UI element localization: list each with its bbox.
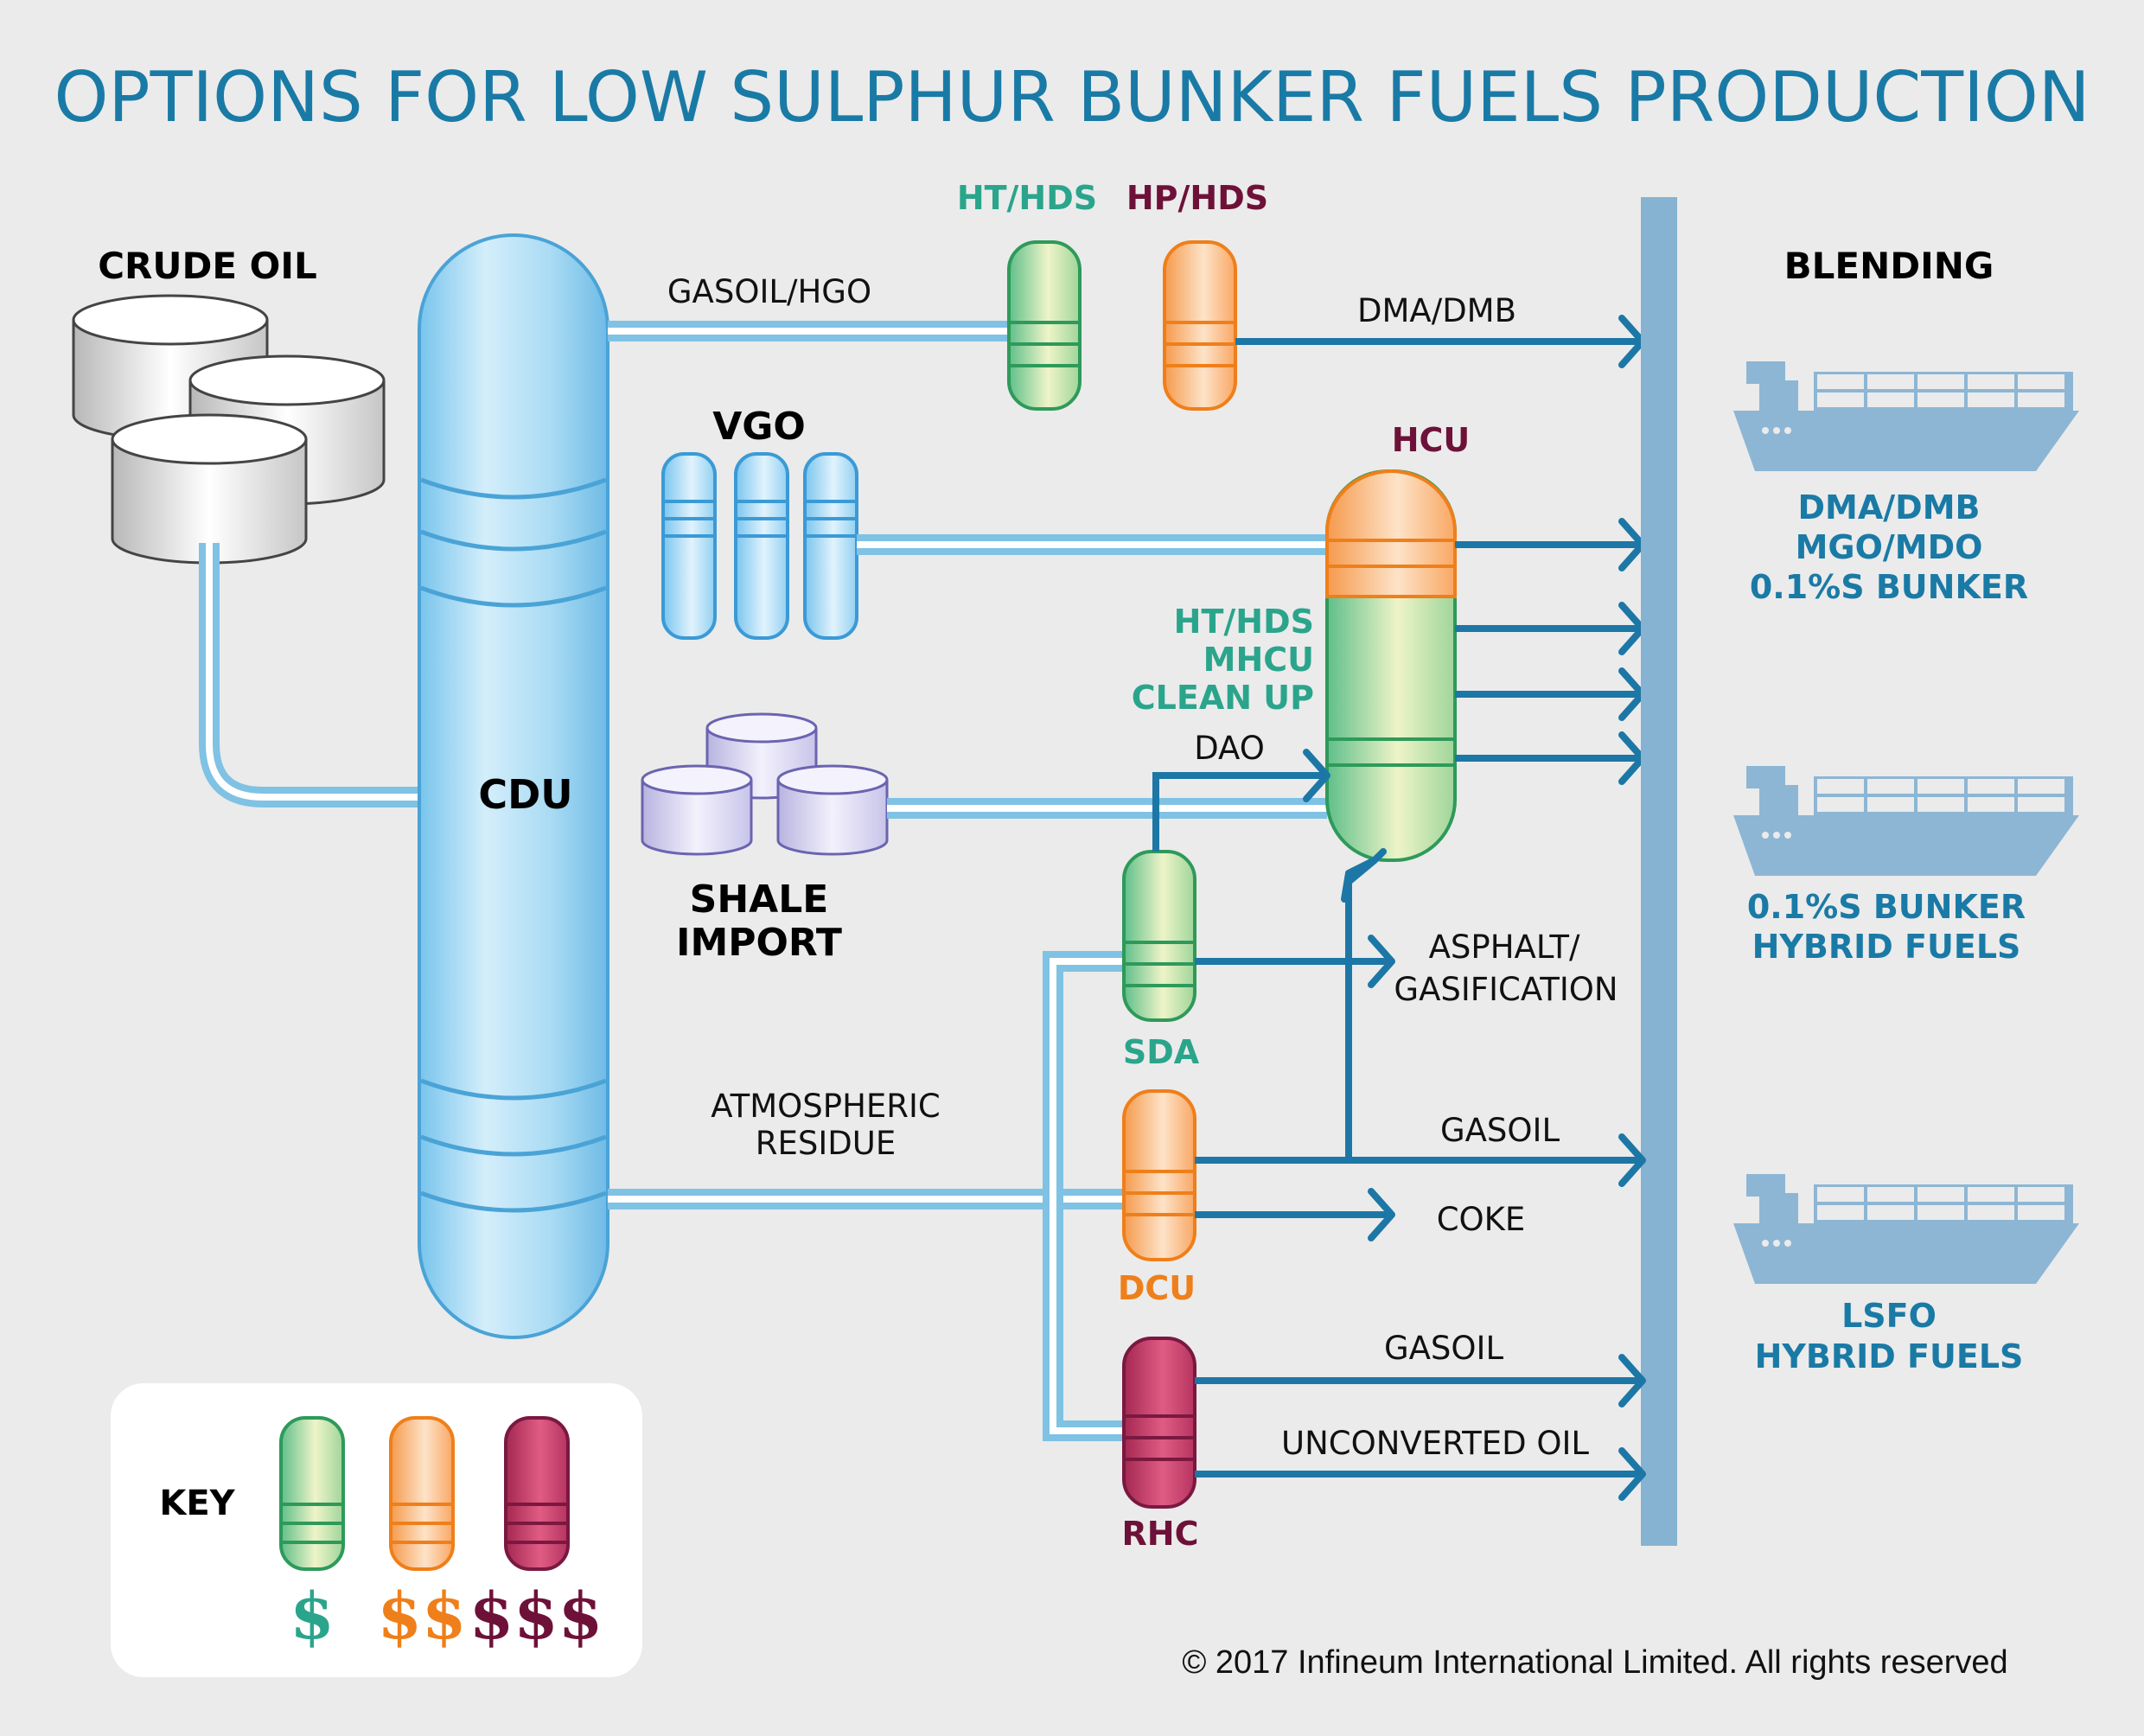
- import-label: IMPORT: [676, 921, 842, 965]
- arrow-icon: [1618, 1447, 1646, 1501]
- rhc-gasoil-label: GASOIL: [1384, 1330, 1504, 1367]
- crude-oil-label: CRUDE OIL: [98, 245, 317, 287]
- vgo-vessels: [661, 452, 858, 640]
- cost-mid-label: $$: [378, 1580, 467, 1654]
- cost-high-label: $$$: [469, 1580, 603, 1654]
- sda-label: SDA: [1123, 1033, 1200, 1071]
- arrow-icon: [1303, 749, 1330, 802]
- cdu-label: CDU: [478, 771, 572, 818]
- dao-label: DAO: [1194, 730, 1265, 767]
- gasoil-to-hcu-flow: [1345, 857, 1377, 1160]
- residue-label: RESIDUE: [756, 1125, 896, 1162]
- dcu-vessel: [1122, 1089, 1196, 1261]
- atmospheric-label: ATMOSPHERIC: [711, 1088, 941, 1125]
- arrow-icon: [1368, 1188, 1395, 1241]
- arrow-icon: [1368, 935, 1395, 988]
- hcu-label: HCU: [1392, 421, 1471, 459]
- vgo-label: VGO: [712, 405, 806, 449]
- ht-hds-mid-label: HT/HDS: [1174, 603, 1314, 641]
- shale-import-tanks-icon: [641, 712, 889, 856]
- dma-dmb-label: DMA/DMB: [1357, 292, 1516, 329]
- copyright-text: © 2017 Infineum International Limited. A…: [1182, 1644, 2007, 1681]
- atmospheric-residue-pipe: [608, 951, 1124, 1441]
- arrow-icon: [1341, 848, 1387, 903]
- cost-low-label: $: [290, 1580, 335, 1654]
- mhcu-label: MHCU: [1203, 641, 1314, 679]
- key-maroon-vessel: [504, 1416, 570, 1571]
- ship1-line1: DMA/DMB: [1798, 488, 1981, 527]
- hp-hds-label: HP/HDS: [1126, 179, 1268, 217]
- arrow-icon: [1618, 1133, 1646, 1187]
- gasoil-hgo-label: GASOIL/HGO: [667, 273, 871, 310]
- ship3-line2: HYBRID FUELS: [1755, 1337, 2024, 1375]
- shale-label: SHALE: [690, 878, 829, 922]
- blending-label: BLENDING: [1784, 245, 1994, 287]
- crude-feed-pipe: [199, 543, 445, 807]
- hcu-vessel: [1325, 469, 1457, 862]
- ht-hds-top-label: HT/HDS: [957, 179, 1097, 217]
- key-label: KEY: [159, 1484, 235, 1523]
- ship1-line3: 0.1%S BUNKER: [1750, 568, 2028, 606]
- unconverted-oil-label: UNCONVERTED OIL: [1281, 1425, 1589, 1462]
- ship2-line1: 0.1%S BUNKER: [1747, 888, 2026, 926]
- cdu-column: [418, 233, 609, 1339]
- arrow-icon: [1618, 1354, 1646, 1407]
- rhc-label: RHC: [1122, 1515, 1199, 1553]
- ship2-line2: HYBRID FUELS: [1752, 928, 2021, 966]
- dcu-gasoil-label: GASOIL: [1440, 1112, 1560, 1149]
- coke-label: COKE: [1437, 1201, 1526, 1238]
- hcu-output-flows: [1455, 518, 1646, 785]
- ht-hds-top-vessel: [1007, 240, 1082, 411]
- ship3-line1: LSFO: [1841, 1297, 1937, 1335]
- ship-icon: [1733, 1174, 2079, 1284]
- ship1-line2: MGO/MDO: [1796, 528, 1983, 566]
- rhc-vessel: [1122, 1337, 1196, 1509]
- ship-icon: [1733, 766, 2079, 876]
- key-green-vessel: [279, 1416, 345, 1571]
- dcu-label: DCU: [1118, 1269, 1196, 1307]
- hp-hds-vessel: [1163, 240, 1237, 411]
- key-orange-vessel: [389, 1416, 455, 1571]
- clean-up-label: CLEAN UP: [1132, 679, 1314, 717]
- sda-vessel: [1122, 850, 1196, 1022]
- dao-flow: [1152, 772, 1323, 852]
- page-title: OPTIONS FOR LOW SULPHUR BUNKER FUELS PRO…: [54, 57, 2090, 137]
- ship-icon: [1733, 361, 2079, 471]
- gasification-label: GASIFICATION: [1394, 971, 1618, 1008]
- asphalt-label: ASPHALT/: [1429, 929, 1580, 966]
- blending-bar: [1641, 197, 1677, 1546]
- crude-oil-tanks-icon: [72, 294, 386, 565]
